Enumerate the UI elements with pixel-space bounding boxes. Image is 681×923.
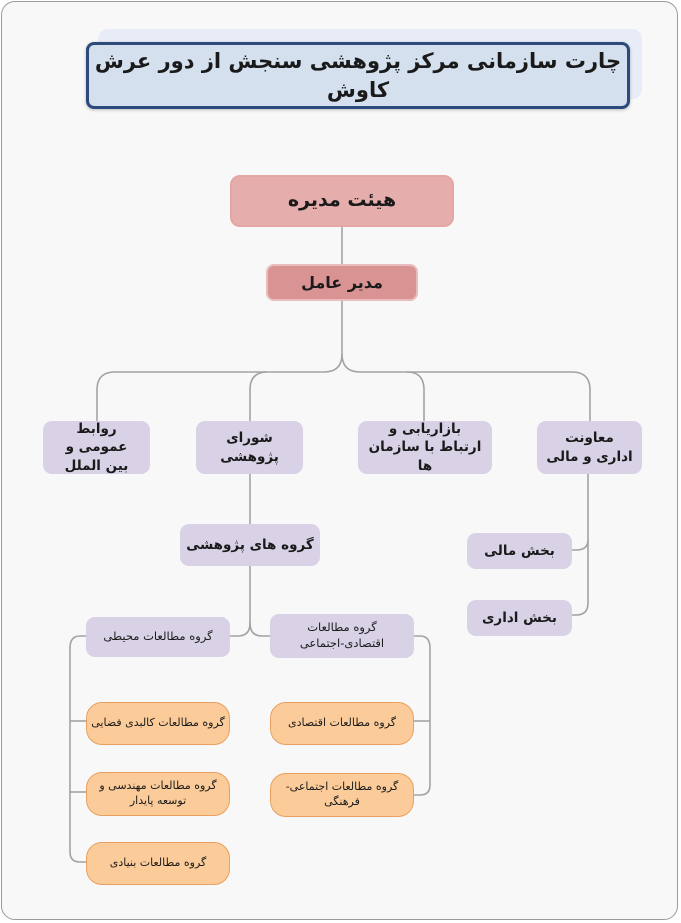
connector-groups-split <box>230 566 251 637</box>
dept-research-council: شورای پژوهشی <box>196 421 303 474</box>
ceo: مدیر عامل <box>266 264 418 301</box>
dept-marketing: بازاریابی و ارتباط با سازمان ها <box>358 421 492 474</box>
connector-admin-units <box>572 474 589 616</box>
group-social-cultural: گروه مطالعات اجتماعی-فرهنگی <box>270 773 414 817</box>
group-fundamental-studies: گروه مطالعات بنیادی <box>86 842 230 885</box>
connector-env-children <box>69 635 86 863</box>
dept-admin-finance: معاونت اداری و مالی <box>537 421 642 474</box>
group-socioeconomic: گروه مطالعات اقتصادی-اجتماعی <box>270 614 414 658</box>
research-groups: گروه های پژوهشی <box>180 524 320 566</box>
group-economic-studies: گروه مطالعات اقتصادی <box>270 702 414 745</box>
connector-to-finance <box>572 539 589 551</box>
connector-to-council <box>249 371 268 421</box>
chart-title: چارت سازمانی مرکز پژوهشی سنجش از دور عرش… <box>86 42 630 109</box>
unit-administrative: بخش اداری <box>467 600 572 636</box>
group-environmental: گروه مطالعات محیطی <box>86 617 230 657</box>
connector-socio-children <box>414 635 431 796</box>
group-spatial-studies: گروه مطالعات کالبدی فضایی <box>86 702 230 745</box>
board-of-directors: هیئت مدیره <box>230 175 454 227</box>
connector-trunk-left <box>96 353 343 421</box>
unit-finance: بخش مالی <box>467 533 572 569</box>
dept-public-relations: روابط عمومی و بین الملل <box>43 421 150 474</box>
connector-to-socioeconomic <box>249 622 270 637</box>
group-engineering-sustainable: گروه مطالعات مهندسی و توسعه پایدار <box>86 772 230 816</box>
connector-to-marketing <box>406 371 425 421</box>
connector-trunk-right <box>341 353 591 421</box>
